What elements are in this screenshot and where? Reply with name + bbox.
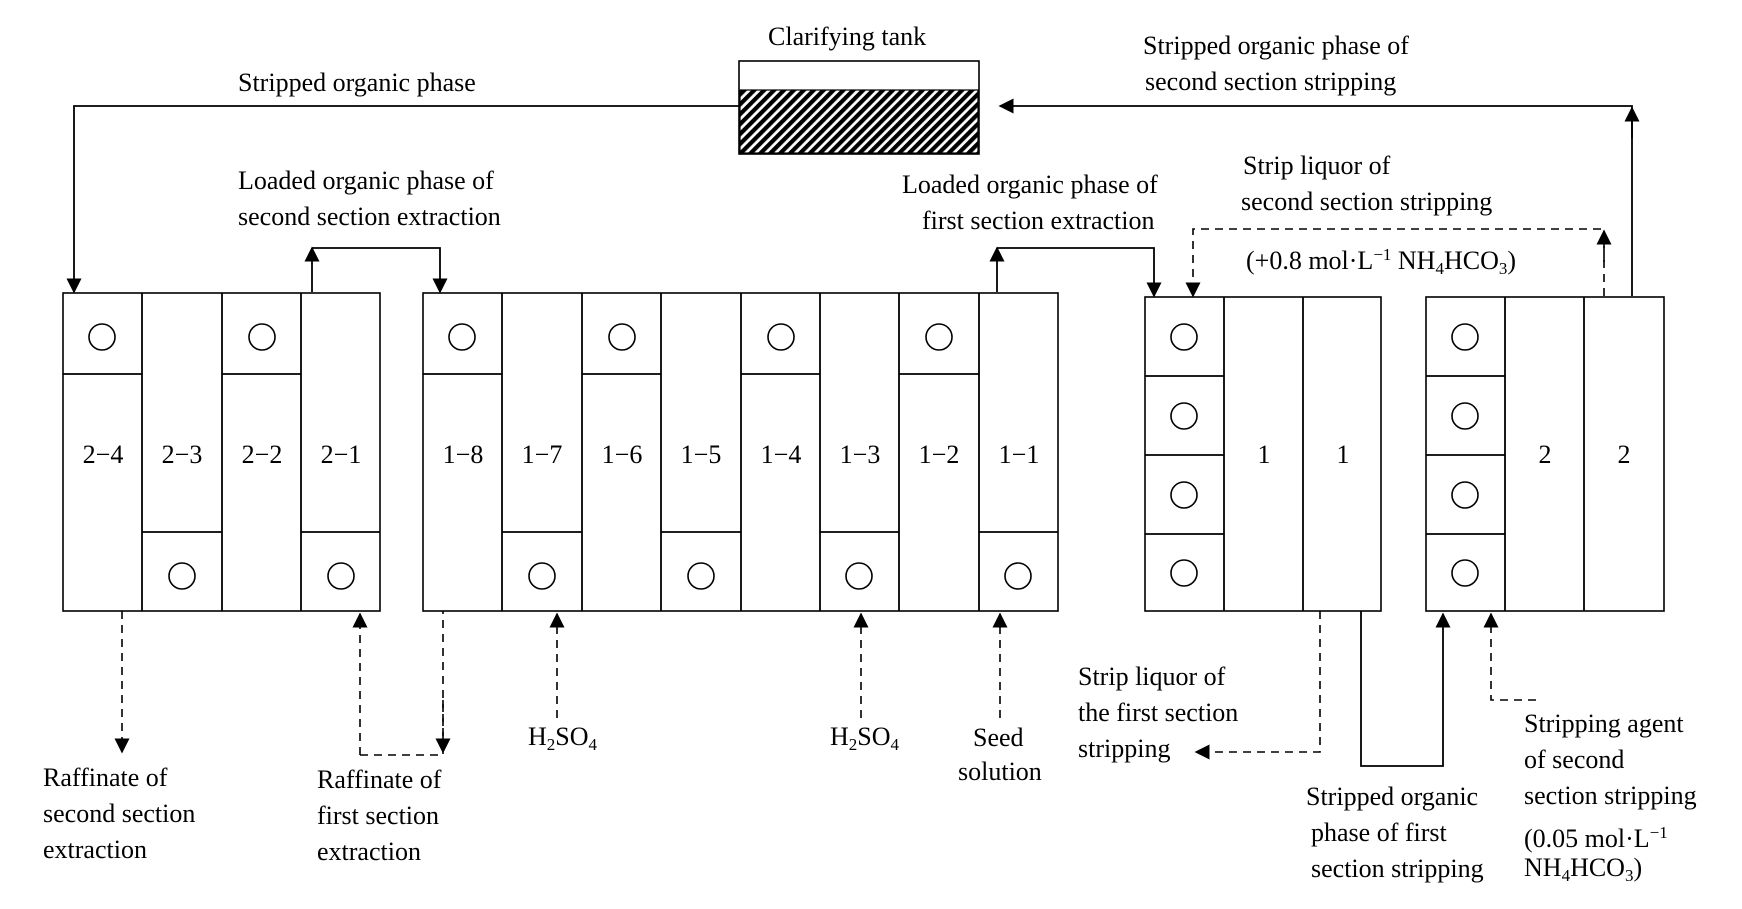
- arrow-loaded-first-down: [997, 247, 1162, 298]
- port-circle: [767, 323, 795, 351]
- port-circle: [1451, 323, 1479, 351]
- label-line: Strip liquor of: [1078, 662, 1226, 691]
- arrow-strip-liquor-second: [1185, 228, 1605, 298]
- cell-label: 2−1: [320, 440, 362, 469]
- port-circle: [168, 562, 196, 590]
- port-circle: [1170, 559, 1198, 587]
- label-line: extraction: [43, 835, 147, 864]
- port-circle: [327, 562, 355, 590]
- port-circle: [448, 323, 476, 351]
- port-circle: [248, 323, 276, 351]
- cell-label: 2−2: [241, 440, 283, 469]
- label-line: section stripping: [1311, 854, 1484, 883]
- label-line: Stripping agent: [1524, 709, 1684, 738]
- stripping-agent-concentration-2: NH4HCO3): [1524, 853, 1643, 885]
- cell-label: 1−3: [839, 440, 881, 469]
- port-circle: [1170, 402, 1198, 430]
- cell-label: 1: [1336, 440, 1350, 469]
- arrow-stripped-first-to-strip2: [1360, 611, 1451, 767]
- port-circle: [845, 562, 873, 590]
- arrow-to-clarifying-tank: [998, 98, 1633, 296]
- cell-label: 2−3: [161, 440, 203, 469]
- label-line: Loaded organic phase of: [902, 170, 1158, 199]
- cell-label: 1−2: [918, 440, 960, 469]
- arrow-stripping-agent-feed: [1483, 612, 1536, 701]
- cell-label: 1: [1257, 440, 1271, 469]
- port-circle: [1451, 481, 1479, 509]
- port-circle: [88, 323, 116, 351]
- raffinate-recycle-loop: [360, 611, 444, 756]
- cell-label: 2: [1617, 440, 1631, 469]
- label-line: phase of first: [1311, 818, 1447, 847]
- label-line: section stripping: [1524, 781, 1697, 810]
- label-line: Raffinate of: [43, 763, 168, 792]
- label-line: second section stripping: [1145, 67, 1397, 96]
- label-line: of second: [1524, 745, 1625, 774]
- label-line: solution: [958, 757, 1042, 786]
- port-circle: [528, 562, 556, 590]
- arrow-strip-liquor-first: [1194, 611, 1321, 760]
- cell-label: 1−4: [760, 440, 802, 469]
- label-line: first section: [317, 801, 440, 830]
- label-line: first section extraction: [922, 206, 1155, 235]
- stripping-bank-section-2: [1425, 296, 1665, 612]
- label-line: Stripped organic phase of: [1143, 31, 1409, 60]
- cell-label: 1−6: [601, 440, 643, 469]
- cell-label: 2−4: [82, 440, 124, 469]
- port-circle: [1451, 402, 1479, 430]
- label-line: Raffinate of: [317, 765, 442, 794]
- label-line: second section: [43, 799, 196, 828]
- stripped-organic-phase-label: Stripped organic phase: [238, 68, 476, 97]
- label-line: the first section: [1078, 698, 1239, 727]
- cell-label: 1−5: [680, 440, 722, 469]
- cell-label: 1−1: [998, 440, 1040, 469]
- label-line: Strip liquor of: [1243, 151, 1391, 180]
- port-circle: [1170, 481, 1198, 509]
- strip-liquor-concentration: (+0.8 mol·L−1 NH4HCO3): [1246, 245, 1517, 278]
- stripping-agent-concentration-1: (0.05 mol·L−1: [1524, 823, 1668, 853]
- label-line: second section stripping: [1241, 187, 1493, 216]
- arrow-loaded-second-down: [312, 247, 448, 294]
- cell-label: 2: [1538, 440, 1552, 469]
- label-line: Loaded organic phase of: [238, 166, 494, 195]
- port-circle: [1004, 562, 1032, 590]
- stripping-bank-section-1: [1144, 296, 1382, 612]
- extraction-bank-section-1: [422, 292, 1059, 612]
- h2so4-label-b: H2SO4: [830, 722, 900, 754]
- cell-label: 1−8: [442, 440, 484, 469]
- cell-label: 1−7: [521, 440, 563, 469]
- label-line: second section extraction: [238, 202, 501, 231]
- arrow-stripped-organic-return: [66, 105, 739, 294]
- label-line: extraction: [317, 837, 421, 866]
- tank-sludge: [739, 89, 979, 154]
- port-circle: [687, 562, 715, 590]
- label-line: Seed: [973, 723, 1024, 752]
- h2so4-label-a: H2SO4: [528, 722, 598, 754]
- clarifying-tank-label: Clarifying tank: [768, 22, 927, 51]
- extraction-bank-section-2: [62, 292, 381, 612]
- port-circle: [608, 323, 636, 351]
- label-line: Stripped organic: [1306, 782, 1479, 811]
- port-circle: [1170, 323, 1198, 351]
- port-circle: [925, 323, 953, 351]
- clarifying-tank: [738, 60, 980, 155]
- port-circle: [1451, 559, 1479, 587]
- label-line: stripping: [1078, 734, 1171, 763]
